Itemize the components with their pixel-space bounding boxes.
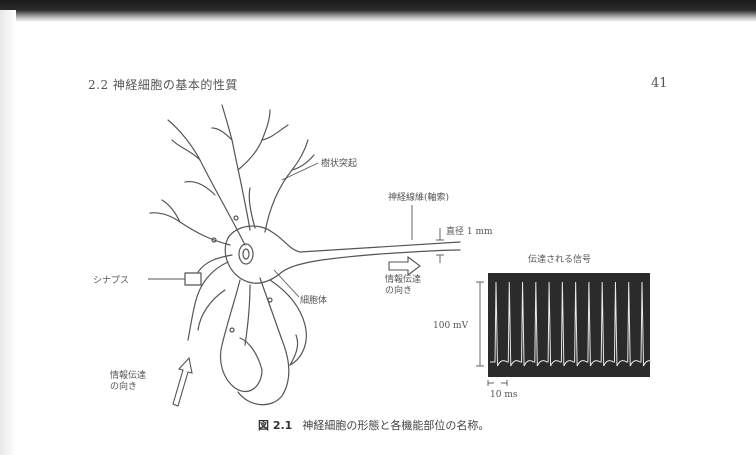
figure-caption: 図 2.1 神経細胞の形態と各機能部位の名称。 [258, 417, 489, 433]
left-direction-arrow [173, 358, 192, 406]
signal-direction-right-label: 情報伝達 の向き [385, 275, 421, 297]
diameter-label: 直径 1 mm [446, 224, 493, 237]
signal-direction-left-label: 情報伝達 の向き [110, 371, 146, 393]
cell-body-label: 細胞体 [300, 293, 327, 306]
amplitude-label: 100 mV [433, 321, 468, 331]
direction-arrows [173, 257, 420, 406]
synapse-label: シナプス [93, 273, 129, 286]
amplitude-scale [476, 282, 484, 366]
neuron-drawing [150, 105, 460, 405]
figure-caption-text: 神経細胞の形態と各機能部位の名称。 [302, 419, 489, 432]
dendrite-label: 樹状突起 [321, 156, 357, 169]
time-scale-label: 10 ms [490, 390, 517, 400]
time-scale [488, 380, 507, 386]
trace-title: 伝達される信号 [528, 252, 591, 265]
right-direction-arrow [389, 257, 420, 275]
figure-number: 図 2.1 [258, 419, 292, 432]
axon-label: 神経線維(軸索) [388, 190, 449, 203]
